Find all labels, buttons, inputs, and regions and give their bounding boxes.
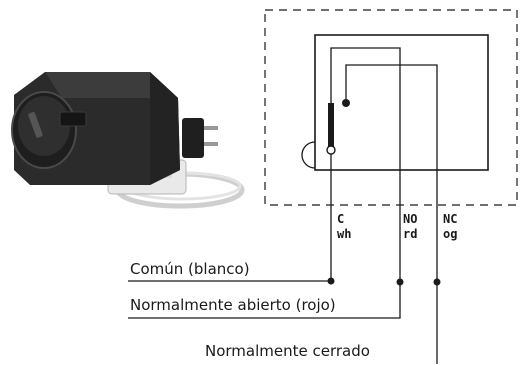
status-window bbox=[59, 111, 87, 127]
nc-junction bbox=[433, 278, 441, 286]
sensor-bulb-symbol bbox=[301, 141, 316, 169]
nc-lead-label: Normalmente cerrado bbox=[205, 342, 370, 360]
common-pivot bbox=[326, 145, 336, 155]
no-junction bbox=[396, 278, 404, 286]
no-internal-wire bbox=[330, 47, 401, 280]
common-junction bbox=[327, 277, 335, 285]
common-lead-label: Común (blanco) bbox=[130, 260, 250, 278]
knob-indicator bbox=[28, 111, 43, 138]
no-lead-label: Normalmente abierto (rojo) bbox=[130, 296, 336, 314]
switch-box bbox=[314, 34, 489, 171]
terminal-no-color: rd bbox=[403, 227, 417, 241]
power-plug bbox=[182, 118, 204, 158]
terminal-nc-color: og bbox=[443, 227, 457, 241]
switch-blade bbox=[328, 103, 334, 147]
terminal-c-code: C bbox=[337, 212, 344, 226]
no-lead-line bbox=[128, 281, 401, 319]
nc-contact-point bbox=[342, 99, 350, 107]
actuator-photo bbox=[11, 72, 245, 209]
terminal-nc-code: NC bbox=[443, 212, 457, 226]
terminal-no-code: NO bbox=[403, 212, 417, 226]
terminal-c-color: wh bbox=[337, 227, 351, 241]
enclosure-dashed-box bbox=[264, 9, 518, 206]
nc-internal-wire bbox=[345, 64, 438, 280]
